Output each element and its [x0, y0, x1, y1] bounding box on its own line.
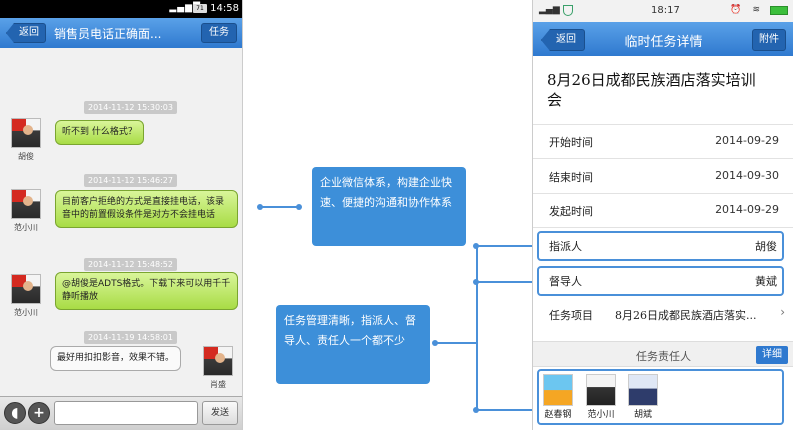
divider: [533, 158, 793, 159]
chat-screen: ▂▄▆█ 71 14:58 返回 销售员电话正确面... 任务 2014-11-…: [0, 0, 243, 430]
end-time-value: 2014-09-30: [715, 169, 779, 182]
task-header: 返回 临时任务详情 附件: [533, 22, 793, 56]
issue-time-label: 发起时间: [549, 205, 593, 218]
connector-dot: [473, 243, 479, 249]
page-title: 临时任务详情: [624, 35, 703, 50]
input-bar: ◖ + 发送: [0, 396, 242, 430]
end-time-label: 结束时间: [549, 171, 593, 184]
connector-line: [476, 409, 534, 411]
connector-line: [476, 245, 478, 411]
connector-dot: [473, 407, 479, 413]
chat-header: 返回 销售员电话正确面... 任务: [0, 18, 242, 48]
assigner-row[interactable]: [537, 231, 784, 261]
project-value[interactable]: 8月26日成都民族酒店落实...: [615, 309, 757, 322]
assigner-label: 指派人: [549, 240, 582, 253]
status-bar: ▂▄▆ 18:17 ⏰ ≋: [533, 0, 793, 22]
connector-line: [476, 245, 534, 247]
message-timestamp: 2014-11-19 14:58:01: [84, 331, 177, 344]
connector-line: [476, 281, 534, 283]
chevron-right-icon[interactable]: ›: [780, 305, 785, 319]
member-avatar[interactable]: [543, 374, 573, 406]
send-button[interactable]: 发送: [202, 401, 238, 425]
callout-wechat: 企业微信体系，构建企业快速、便捷的沟通和协作体系: [312, 167, 466, 246]
signal-icon: ▂▄▆: [539, 5, 560, 15]
member-name: 赵春钢: [544, 410, 572, 420]
issue-time-value: 2014-09-29: [715, 203, 779, 216]
message-timestamp: 2014-11-12 15:48:52: [84, 258, 177, 271]
status-bar: ▂▄▆█ 71 14:58: [0, 0, 242, 18]
callout-task-mgmt: 任务管理清晰，指派人、督导人、责任人一个都不少: [276, 305, 430, 384]
connector-dot: [473, 279, 479, 285]
avatar[interactable]: [11, 118, 41, 148]
supervisor-value: 黄斌: [755, 275, 777, 288]
shield-icon: [563, 5, 573, 16]
sound-icon[interactable]: ◖: [4, 402, 26, 424]
task-button[interactable]: 任务: [201, 23, 237, 43]
responsible-list: [537, 369, 784, 425]
connector-line: [260, 206, 298, 208]
member-avatar[interactable]: [628, 374, 658, 406]
member-avatar[interactable]: [586, 374, 616, 406]
alarm-wifi-icons: ⏰ ≋: [730, 5, 764, 15]
responsible-header: 任务责任人 详细: [533, 341, 793, 367]
divider: [533, 227, 793, 228]
avatar[interactable]: [11, 189, 41, 219]
avatar[interactable]: [11, 274, 41, 304]
message-timestamp: 2014-11-12 15:30:03: [84, 101, 177, 114]
detail-button[interactable]: 详细: [756, 346, 788, 364]
member-name: 范小川: [587, 410, 615, 420]
sender-name: 肖盛: [210, 380, 226, 389]
message-bubble[interactable]: 最好用扣扣影音，效果不错。: [50, 346, 182, 371]
battery-icon: [770, 6, 788, 15]
connector-line: [435, 342, 477, 344]
supervisor-label: 督导人: [549, 275, 582, 288]
attachment-button[interactable]: 附件: [752, 29, 786, 51]
task-detail-screen: ▂▄▆ 18:17 ⏰ ≋ 返回 临时任务详情 附件 8月26日成都民族酒店落实…: [532, 0, 793, 430]
signal-icon: ▂▄▆█: [169, 3, 201, 13]
message-bubble[interactable]: @胡俊是ADTS格式。下载下来可以用千千静听播放: [55, 272, 238, 310]
task-title: 8月26日成都民族酒店落实培训会: [547, 71, 756, 109]
assigner-value: 胡俊: [755, 240, 777, 253]
start-time-value: 2014-09-29: [715, 134, 779, 147]
responsible-title: 任务责任人: [636, 350, 691, 363]
back-button[interactable]: 返回: [541, 29, 585, 51]
supervisor-row[interactable]: [537, 266, 784, 296]
connector-dot: [296, 204, 302, 210]
message-timestamp: 2014-11-12 15:46:27: [84, 174, 177, 187]
message-input[interactable]: [54, 401, 198, 425]
plus-icon[interactable]: +: [28, 402, 50, 424]
member-name: 胡斌: [633, 410, 652, 420]
sender-name: 胡俊: [18, 152, 34, 161]
project-label: 任务项目: [549, 309, 593, 322]
message-bubble[interactable]: 目前客户拒绝的方式是直接挂电话，该录音中的前置假设条件是对方不会挂电话: [55, 190, 238, 228]
sender-name: 范小川: [14, 308, 38, 317]
chat-title: 销售员电话正确面...: [54, 27, 162, 41]
avatar[interactable]: [203, 346, 233, 376]
battery-icon: 71: [193, 4, 207, 13]
start-time-label: 开始时间: [549, 136, 593, 149]
message-bubble[interactable]: 听不到 什么格式？: [55, 120, 144, 145]
status-time: 14:58: [210, 3, 239, 14]
divider: [533, 193, 793, 194]
back-button[interactable]: 返回: [6, 23, 46, 43]
divider: [533, 124, 793, 125]
status-time: 18:17: [651, 5, 680, 16]
sender-name: 范小川: [14, 223, 38, 232]
